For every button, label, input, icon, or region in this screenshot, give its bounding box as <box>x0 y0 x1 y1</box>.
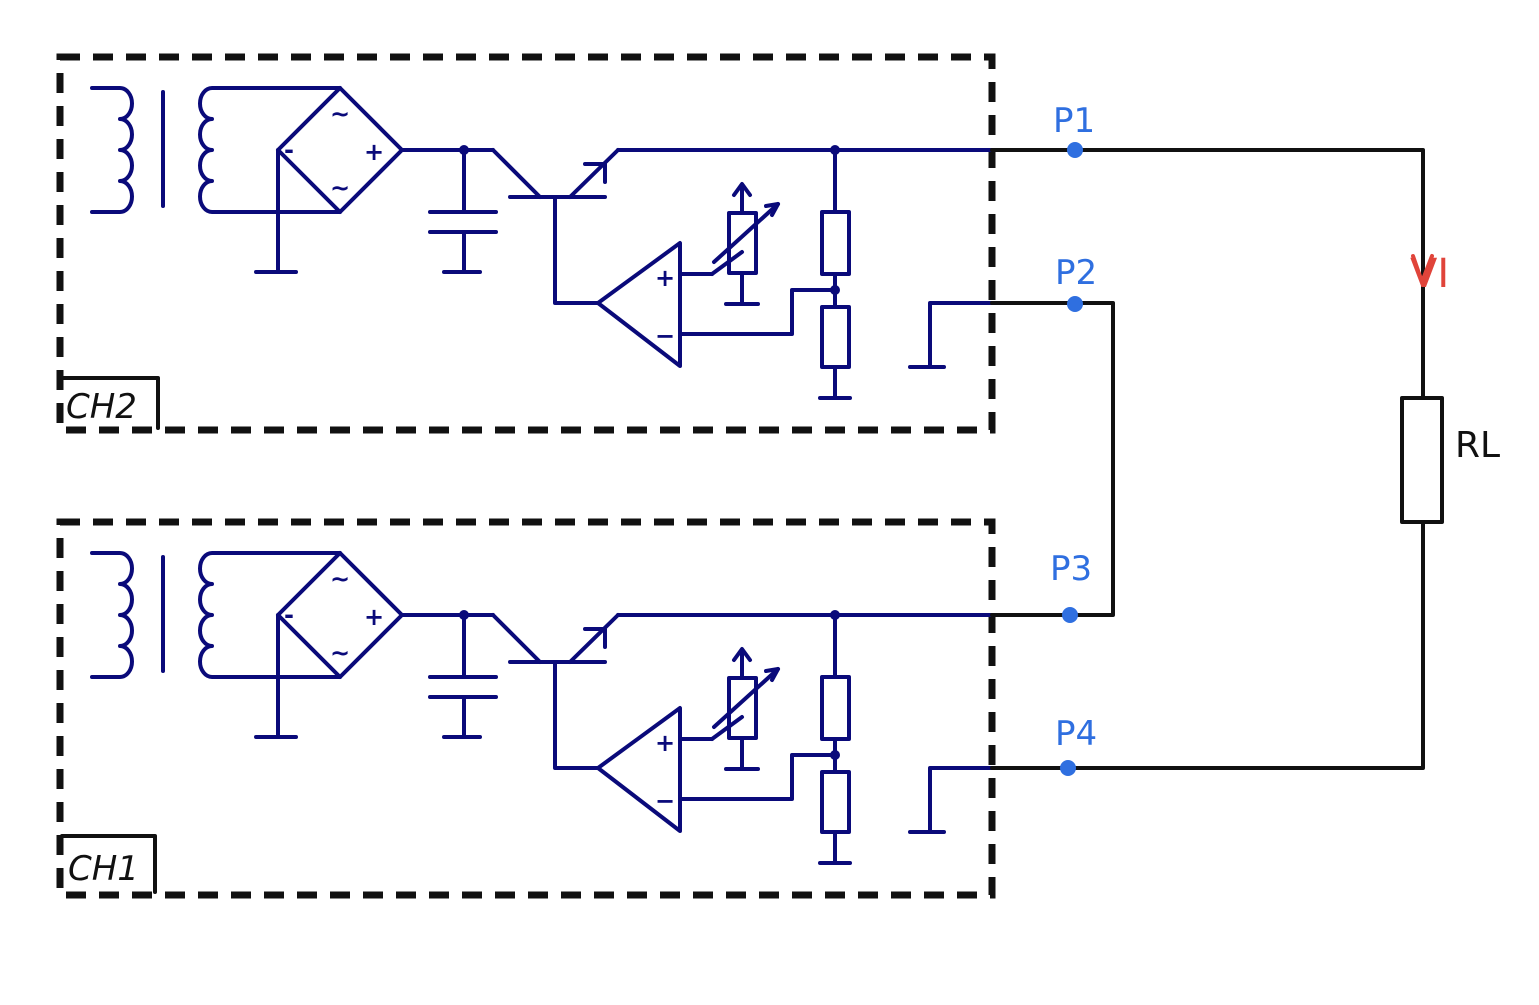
potentiometer-icon <box>678 182 780 306</box>
voltage-divider <box>678 148 852 400</box>
opamp-icon: + − <box>596 241 682 368</box>
svg-text:+: + <box>364 138 384 166</box>
terminal-p3: P3 <box>1050 549 1092 623</box>
potentiometer-icon <box>678 647 780 771</box>
load-resistor-label: RL <box>1455 425 1500 466</box>
ch1-label-box <box>60 834 157 894</box>
wire-load-p4 <box>990 520 1425 770</box>
load-resistor-icon <box>1400 396 1444 524</box>
ch2-boundary <box>56 53 996 434</box>
svg-text:P2: P2 <box>1055 253 1097 293</box>
resistor-icon <box>820 675 851 741</box>
wire-p2-p3-link <box>990 301 1115 617</box>
svg-text:P3: P3 <box>1050 549 1092 589</box>
terminal-p1: P1 <box>1053 101 1095 158</box>
transformer-icon <box>90 551 342 679</box>
svg-text:-: - <box>284 136 294 164</box>
ch2-label-box <box>60 376 160 430</box>
svg-text:−: − <box>655 322 675 350</box>
svg-text:−: − <box>655 787 675 815</box>
external-wiring <box>990 148 1444 770</box>
terminal-p2: P2 <box>1055 253 1097 312</box>
current-label: VI <box>1410 251 1449 297</box>
bridge-rectifier-icon: - + ~ ~ <box>276 551 404 679</box>
channel-ch1: CH1 - + ~ ~ <box>56 518 996 899</box>
svg-text:+: + <box>655 264 675 292</box>
ch1-label: CH1 <box>68 849 139 889</box>
opamp-icon: + − <box>596 706 682 833</box>
svg-text:P1: P1 <box>1053 101 1095 141</box>
voltage-divider <box>678 613 852 865</box>
ch1-power-supply: - + ~ ~ <box>90 551 994 865</box>
svg-text:~: ~ <box>330 174 350 202</box>
bridge-rectifier-icon: - + ~ ~ <box>276 86 404 214</box>
transistor-icon <box>491 613 620 664</box>
transformer-icon <box>90 86 342 214</box>
terminal-p4: P4 <box>1055 714 1097 776</box>
svg-text:~: ~ <box>330 639 350 667</box>
current-marker <box>1411 254 1434 284</box>
channel-ch2: CH2 - + ~ ~ <box>56 53 996 434</box>
svg-text:-: - <box>284 601 294 629</box>
ch2-power-supply: - + ~ ~ <box>90 86 994 400</box>
resistor-icon <box>820 210 851 276</box>
ground-icon <box>254 148 298 274</box>
transistor-icon <box>491 148 620 199</box>
capacitor-icon <box>428 148 498 274</box>
capacitor-icon <box>428 613 498 739</box>
svg-text:+: + <box>655 729 675 757</box>
svg-text:P4: P4 <box>1055 714 1097 754</box>
ch1-boundary <box>56 518 996 899</box>
svg-text:~: ~ <box>330 100 350 128</box>
resistor-icon <box>820 305 851 369</box>
ground-icon <box>254 613 298 739</box>
svg-text:~: ~ <box>330 565 350 593</box>
ch2-label: CH2 <box>66 387 137 427</box>
resistor-icon <box>820 770 851 834</box>
svg-text:+: + <box>364 603 384 631</box>
wire-p1-load <box>990 148 1425 400</box>
